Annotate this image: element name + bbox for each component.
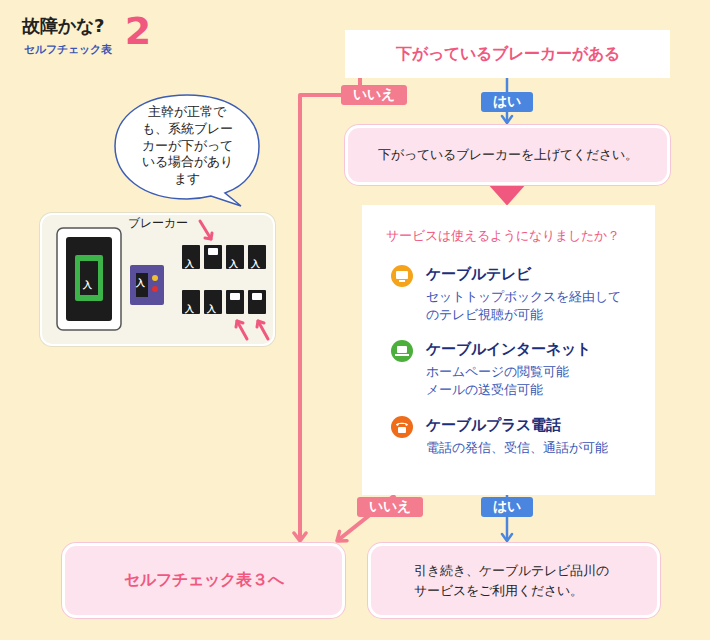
terminal-text: セルフチェック表３へ (124, 570, 284, 591)
callout-bubble: 主幹が正常でも、系統ブレーカーが下がっている場合があります (113, 92, 261, 200)
service-name: ケーブルプラス電話 (426, 416, 637, 435)
text-holder: 主幹が正常でも、系統ブレーカーが下がっている場合があります (135, 104, 239, 188)
question-panel: サービスは使えるようになりましたか？ ケーブルテレビ セットトップボックスを経由し… (362, 205, 655, 495)
pc-icon (390, 339, 414, 363)
service-note: セットトップボックスを経由してのテレビ視聴が可能 (426, 288, 631, 324)
process-text: 下がっているブレーカーを上げてください。 (378, 146, 638, 164)
switch-mark: 入 (185, 258, 194, 271)
terminal-text: 引き続き、ケーブルテレビ品川のサービスをご利用ください。 (414, 561, 614, 600)
switch-mark: 入 (229, 258, 238, 271)
decision-box: 下がっているブレーカーがある (345, 30, 670, 78)
text-holder: 引き続き、ケーブルテレビ品川のサービスをご利用ください。 (414, 561, 614, 600)
service-name: ケーブルテレビ (426, 265, 637, 284)
service-name: ケーブルインターネット (426, 340, 637, 359)
answer-tab: いいえ (357, 497, 423, 517)
answer-tab: はい (481, 92, 533, 112)
flow-arrow (491, 186, 523, 204)
text-holder: セルフチェック表３へ (124, 570, 284, 591)
terminal-box: セルフチェック表３へ (62, 543, 345, 618)
text-holder: 下がっているブレーカーがある (396, 44, 620, 65)
callout-text: 主幹が正常でも、系統ブレーカーが下がっている場合があります (135, 104, 239, 188)
question-text: サービスは使えるようになりましたか？ (386, 227, 637, 245)
phone-icon (390, 415, 414, 439)
answer-tab: いいえ (341, 85, 407, 105)
part-name: ブレーカー (42, 215, 273, 232)
process-box: 下がっているブレーカーを上げてください。 (345, 125, 670, 185)
switch-mark: 入 (207, 303, 216, 316)
terminal-box: 引き続き、ケーブルテレビ品川のサービスをご利用ください。 (368, 543, 660, 618)
breaker-illustration (42, 215, 277, 348)
service-note: 電話の発信、受信、通話が可能 (426, 439, 631, 457)
breaker-panel: ブレーカー (40, 213, 275, 346)
text-holder: 下がっているブレーカーを上げてください。 (378, 146, 638, 164)
service-note: ホームページの閲覧可能 メールの送受信可能 (426, 363, 576, 399)
answer-tab: はい (481, 497, 533, 517)
subtitle: セルフチェック表 (24, 42, 112, 57)
page-title: 故障かな? (22, 14, 104, 38)
switch-mark: 入 (185, 303, 194, 316)
switch-mark: 入 (136, 277, 145, 290)
switch-mark: 入 (251, 258, 260, 271)
switch-mark: 入 (83, 279, 92, 292)
sheet-number: 2 (125, 12, 151, 50)
tv-icon (390, 264, 414, 288)
decision-text: 下がっているブレーカーがある (396, 44, 620, 65)
